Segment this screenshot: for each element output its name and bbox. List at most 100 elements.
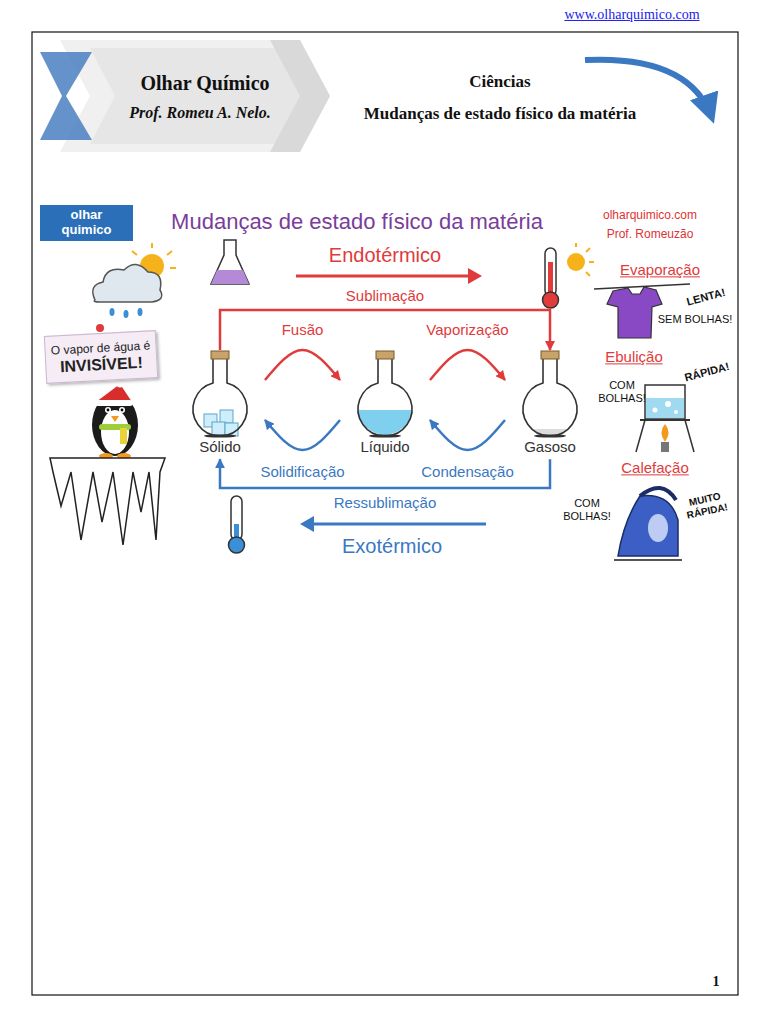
diagram-title: Mudanças de estado físico da matéria: [171, 209, 543, 234]
penguin-part: [120, 428, 127, 444]
penguin-part: [105, 407, 111, 413]
header-chevrons-part: [270, 40, 330, 152]
header-chevrons-part: [40, 52, 92, 140]
header-chevrons-part: [90, 48, 315, 144]
flask-drawing-part: [369, 434, 401, 437]
process-type: Endotérmico: [329, 244, 441, 267]
state-change-arrow: [265, 420, 340, 450]
flask-drawing-part: [376, 351, 394, 359]
state-flask: Líquido: [340, 350, 430, 459]
hot-thermometer-part-part: [575, 243, 577, 247]
weather-icon-part-part: [124, 310, 129, 318]
hot-thermometer-part-part: [589, 261, 594, 263]
flask-drawing-part: [358, 358, 412, 436]
clothesline-shirt-part: [594, 284, 690, 289]
vaporization-type: Evaporação: [620, 261, 700, 278]
header-chevrons-part: [60, 40, 330, 152]
flask-drawing-part: [358, 410, 412, 435]
endothermic-arrow: [296, 268, 482, 284]
endothermic-arrow-part: [296, 275, 472, 278]
edge-label: Ressublimação: [331, 494, 440, 511]
penguin-part: [101, 410, 129, 454]
hot-thermometer-part: [543, 292, 559, 308]
state-change-arrow: [430, 420, 505, 450]
state-flask: Gasoso: [505, 350, 595, 459]
iron-part: [640, 488, 676, 500]
flask-drawing-part: [211, 351, 229, 359]
penguin-part: [111, 416, 119, 422]
weather-icon-part-part: [151, 243, 153, 248]
weather-icon-part: [93, 264, 162, 302]
erlenmeyer-flask: [211, 240, 249, 284]
page-number: 1: [713, 974, 720, 990]
site-credit: olharquimico.com: [603, 209, 697, 223]
flask-drawing-part: [193, 358, 247, 436]
vaporization-type: Ebulição: [605, 348, 663, 365]
flask-drawing-part: [541, 351, 559, 359]
edge-label: Fusão: [279, 321, 327, 338]
erlenmeyer-flask-part: [211, 240, 249, 284]
speed-note: RÁPIDA!: [683, 360, 731, 384]
exothermic-arrow-part: [310, 523, 486, 526]
weather-icon-part-part: [167, 251, 172, 255]
flask-drawing-part: [220, 410, 233, 423]
boiling-beaker-part: [661, 442, 669, 452]
process-type: Exotérmico: [342, 535, 442, 558]
flask-drawing: [340, 350, 430, 438]
penguin-part: [121, 409, 124, 412]
flask-drawing: [505, 350, 595, 438]
speed-note: LENTA!: [685, 286, 726, 308]
weather-icon-part-part: [170, 267, 176, 269]
state-flask: Sólido: [175, 350, 265, 459]
boiling-beaker-part: [646, 398, 684, 418]
cold-thermometer: [229, 496, 245, 553]
subject-name: Ciências: [469, 72, 530, 92]
weather-icon-part-part: [132, 251, 137, 255]
state-change-arrow: [430, 350, 505, 380]
penguin-part: [117, 381, 124, 388]
bubble-note: COM BOLHAS!: [595, 379, 649, 404]
clothesline-shirt-part: [607, 287, 662, 338]
edge-label: Vaporização: [423, 321, 511, 338]
edge-label: Solidificação: [257, 463, 347, 480]
boiling-beaker-part: [645, 385, 685, 419]
flask-drawing-part: [534, 434, 566, 437]
boiling-beaker-part: [685, 420, 694, 452]
boiling-beaker-part: [662, 424, 669, 442]
penguin-part: [92, 394, 138, 456]
state-name: Líquido: [340, 438, 430, 455]
edge-label: Condensação: [418, 463, 517, 480]
state-name: Gasoso: [505, 438, 595, 455]
penguin-part: [107, 409, 110, 412]
author-name: Prof. Romeu A. Nelo.: [129, 104, 271, 122]
flask-drawing: [175, 350, 265, 438]
author-credit: Prof. Romeuzão: [607, 228, 694, 242]
iron: [614, 488, 682, 560]
iron-part: [618, 496, 678, 557]
hot-thermometer-part: [567, 253, 585, 271]
weather-icon: [93, 243, 176, 318]
exothermic-arrow: [300, 516, 486, 532]
weather-icon-part-part: [110, 308, 115, 316]
site-link: www.olharquimico.com: [564, 7, 699, 23]
page-heading: Mudanças de estado físico da matéria: [364, 104, 636, 124]
weather-icon-part-part: [138, 308, 143, 316]
flask-drawing-part: [212, 422, 225, 435]
boiling-beaker-part: [640, 419, 690, 421]
exothermic-arrow-part: [300, 516, 314, 532]
bubble-note: COM BOLHAS!: [560, 497, 614, 522]
page-border: [32, 32, 738, 995]
flask-drawing-part: [523, 358, 577, 436]
clothesline-shirt: [594, 284, 690, 338]
hot-thermometer-part: [576, 243, 594, 276]
boiling-beaker-part: [653, 408, 658, 413]
cold-thermometer-part: [229, 537, 245, 553]
iron-part: [648, 514, 668, 542]
erlenmeyer-flask-part: [211, 270, 249, 284]
weather-icon-part: [110, 308, 143, 318]
hot-thermometer-part-part: [586, 248, 590, 252]
